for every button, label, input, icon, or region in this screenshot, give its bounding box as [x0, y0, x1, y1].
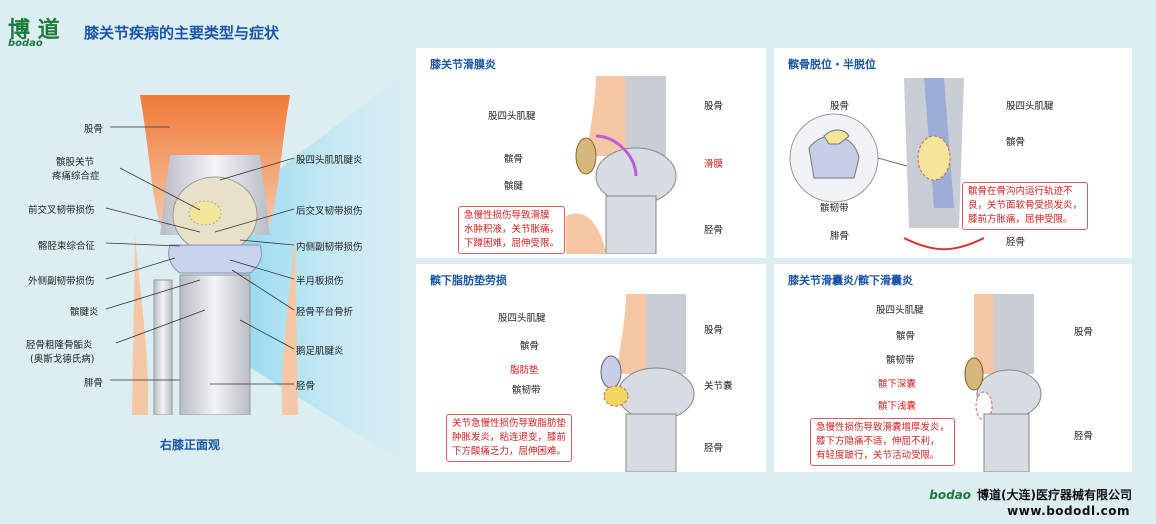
synovitis-illustration: [566, 76, 677, 254]
label-tibia: 胫骨: [1006, 237, 1026, 248]
panel-synovitis: 膝关节滑膜炎 股四头肌腱 髌骨 髌腱 股骨 滑膜 胫骨 急慢性损伤导致滑膜 水肿…: [416, 48, 766, 258]
front-view-caption: 右膝正面观: [160, 438, 221, 452]
note-line: 肿胀发炎，粘连退变，膝前: [452, 432, 567, 443]
label-fibula: 腓骨: [830, 231, 850, 242]
page-title: 膝关节疾病的主要类型与症状: [84, 24, 280, 42]
label-tibia: 胫骨: [704, 443, 724, 454]
label-patellar-ligament: 髌韧带: [512, 385, 541, 396]
label-tibial-tuberosity: 胫骨粗隆骨骺炎: [26, 340, 93, 351]
company-url[interactable]: www.bododl.com: [1007, 504, 1130, 518]
label-femur: 股骨: [704, 101, 724, 112]
label-patellar-tendon: 髌腱: [504, 181, 524, 192]
company-text: 博道(大连)医疗器械有限公司: [977, 488, 1132, 502]
label-quad-tendon: 股四头肌腱: [1006, 101, 1054, 112]
note-line: 急慢性损伤导致滑膜: [464, 210, 550, 221]
label-femur: 股骨: [1074, 327, 1094, 338]
label-mcl-injury: 内侧副韧带损伤: [296, 242, 363, 253]
note-dislocation: 髌骨在骨沟内运行轨迹不 良，关节面软骨受损发炎， 膝前方胀痛，屈伸受限。: [962, 182, 1089, 230]
label-meniscus-injury: 半月板损伤: [296, 276, 344, 287]
note-synovitis: 急慢性损伤导致滑膜 水肿积液，关节胀痛， 下蹲困难，屈伸受限。: [458, 206, 566, 254]
label-itb-syndrome: 髂胫束综合征: [38, 241, 96, 252]
label-quad-tendon: 股四头肌腱: [498, 313, 546, 324]
note-fat-pad: 关节急慢性损伤导致脂肪垫 肿胀发炎，粘连退变，膝前 下方酸痛乏力，屈伸困难。: [446, 414, 573, 462]
panel-title: 髌骨脱位・半脱位: [788, 58, 876, 71]
front-knee-illustration: [132, 95, 298, 415]
panel-title: 膝关节滑膜炎: [430, 58, 496, 71]
logo-word: bodao: [8, 38, 43, 49]
panel-fat-pad: 髌下脂肪垫劳损 股四头肌腱 髌骨 脂肪垫 髌韧带 股骨 关节囊 胫骨 关节急慢性…: [416, 264, 766, 472]
note-line: 关节急慢性损伤导致脂肪垫: [452, 418, 567, 429]
panel-bursitis: 膝关节滑囊炎/髌下滑囊炎 股四头肌腱 髌骨 髌韧带 髌下深囊 髌下浅囊 股骨 胫…: [774, 264, 1132, 472]
label-pes-anserine: 鹅足肌腱炎: [296, 346, 344, 357]
label-joint-capsule: 关节囊: [704, 381, 733, 392]
label-patellar-ligament: 髌韧带: [820, 203, 849, 214]
label-pain-syndrome: 疼痛综合症: [52, 171, 100, 182]
note-line: 髌骨在骨沟内运行轨迹不: [968, 186, 1073, 197]
label-patella: 髌骨: [504, 154, 524, 165]
label-tibia: 胫骨: [704, 225, 724, 236]
label-patellofemoral: 髌股关节: [56, 157, 95, 168]
label-patellar-tendinitis: 髌腱炎: [70, 307, 99, 318]
label-superficial-bursa: 髌下浅囊: [878, 401, 917, 412]
label-patella: 髌骨: [896, 331, 916, 342]
fat-pad-illustration: [600, 294, 695, 472]
label-acl-injury: 前交叉韧带损伤: [28, 205, 95, 216]
label-quad-tendon: 股四头肌腱: [876, 305, 924, 316]
label-quad-tendon: 股四头肌腱: [488, 111, 536, 122]
label-deep-bursa: 髌下深囊: [878, 379, 917, 390]
note-line: 急慢性损伤导致滑囊增厚发炎，: [816, 422, 950, 433]
brand-logo: 博 道 bodao: [8, 12, 60, 49]
front-leader-lines: [105, 126, 295, 385]
note-line: 膝前方胀痛，屈伸受限。: [968, 214, 1073, 225]
label-fibula: 腓骨: [84, 378, 104, 389]
note-line: 有轻度跛行，关节活动受限。: [816, 450, 940, 461]
note-line: 下方酸痛乏力，屈伸困难。: [452, 446, 567, 457]
dislocation-illustration: [789, 78, 985, 251]
label-femur: 股骨: [830, 101, 850, 112]
logo-chars: 博 道: [8, 17, 60, 43]
label-femur: 股骨: [704, 325, 724, 336]
label-fat-pad: 脂肪垫: [510, 365, 539, 376]
label-tibia: 胫骨: [296, 381, 316, 392]
label-osgood: (奥斯戈德氏病): [30, 354, 95, 365]
note-bursitis: 急慢性损伤导致滑囊增厚发炎， 膝下方隐痛不适，伸屈不利， 有轻度跛行，关节活动受…: [810, 418, 956, 466]
note-line: 水肿积液，关节胀痛，: [464, 224, 560, 235]
bursitis-illustration: [964, 294, 1042, 472]
note-line: 膝下方隐痛不适，伸屈不利，: [816, 436, 940, 447]
panel-title: 髌下脂肪垫劳损: [430, 274, 507, 287]
label-patella: 髌骨: [1006, 137, 1026, 148]
company-name: bodao 博道(大连)医疗器械有限公司: [929, 486, 1132, 503]
label-synovium: 滑膜: [704, 159, 724, 170]
note-line: 下蹲困难，屈伸受限。: [464, 238, 560, 249]
label-tibia: 胫骨: [1074, 431, 1094, 442]
label-plateau-fracture: 胫骨平台骨折: [296, 307, 354, 318]
label-femur: 股骨: [84, 124, 104, 135]
label-pcl-injury: 后交叉韧带损伤: [296, 206, 363, 217]
label-quad-tendinitis: 股四头肌肌腱炎: [296, 155, 363, 166]
note-line: 良，关节面软骨受损发炎，: [968, 200, 1083, 211]
label-patella: 髌骨: [520, 341, 540, 352]
footer-brand: bodao: [929, 488, 972, 502]
panel-title: 膝关节滑囊炎/髌下滑囊炎: [788, 274, 914, 287]
label-patellar-ligament: 髌韧带: [886, 355, 915, 366]
panel-patella-dislocation: 髌骨脱位・半脱位 股骨 股四头肌腱 髌骨 髌韧带 胫骨 腓骨 髌骨在骨沟内运行轨…: [774, 48, 1132, 258]
label-lcl-injury: 外侧副韧带损伤: [28, 276, 95, 287]
